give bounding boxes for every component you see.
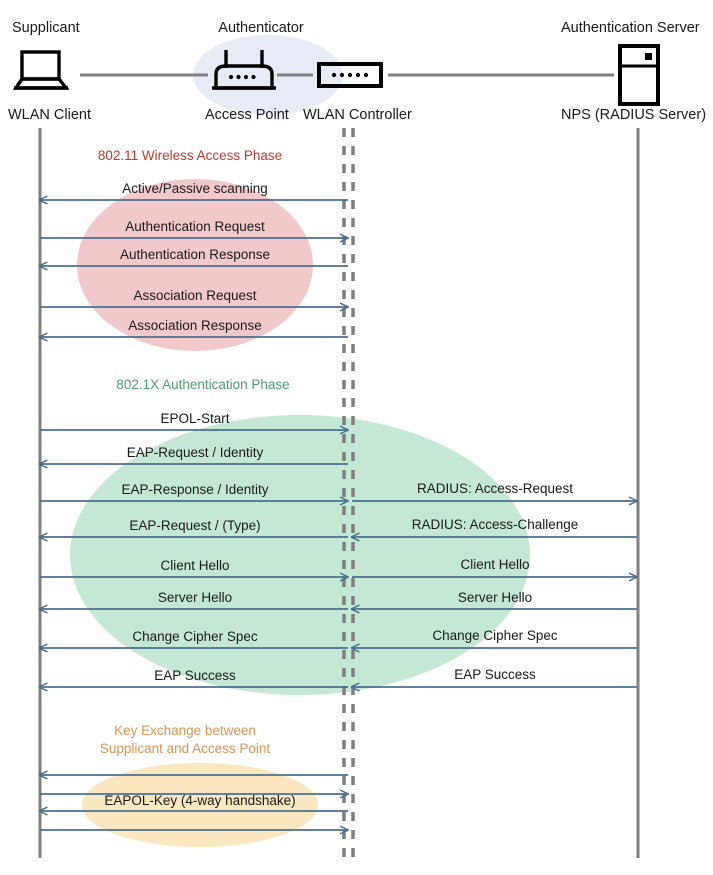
message-label-m7: EAP-Request / Identity: [126, 445, 264, 460]
message-label-r3: Client Hello: [460, 557, 530, 572]
phase-80211-label: 802.11 Wireless Access Phase: [97, 148, 283, 163]
laptop-icon: [12, 50, 70, 90]
message-label-r4: Server Hello: [457, 590, 533, 605]
message-label-m3: Authentication Response: [119, 247, 271, 262]
phase-8021x-label: 802.1X Authentication Phase: [116, 377, 290, 392]
message-label-r5: Change Cipher Spec: [432, 628, 558, 643]
actor-device-auth-server: NPS (RADIUS Server): [561, 107, 707, 123]
phase-ellipse-group: [70, 179, 530, 847]
access-point-icon: [212, 50, 276, 90]
message-label-m4: Association Request: [133, 288, 257, 303]
message-label-m1: Active/Passive scanning: [122, 181, 268, 196]
message-label-r1: RADIUS: Access-Request: [416, 481, 574, 496]
message-label-m12: Change Cipher Spec: [132, 629, 258, 644]
phase-80211-ellipse: [77, 179, 313, 351]
actor-device-access-point: Access Point: [205, 107, 289, 123]
actor-role-supplicant: Supplicant: [12, 20, 80, 36]
message-label-m8: EAP-Response / Identity: [121, 482, 269, 497]
phase-keyexchange-ellipse: [82, 763, 318, 847]
message-label-m9: EAP-Request / (Type): [129, 518, 261, 533]
server-icon: [618, 44, 660, 106]
message-label-m6: EPOL-Start: [160, 411, 230, 426]
actor-device-supplicant: WLAN Client: [8, 107, 91, 123]
message-label-m10: Client Hello: [160, 558, 230, 573]
wlan-controller-icon: [317, 62, 383, 88]
message-label-r2: RADIUS: Access-Challenge: [411, 517, 579, 532]
message-label-m5: Association Response: [128, 318, 262, 333]
message-label-m11: Server Hello: [157, 590, 233, 605]
message-label-m2: Authentication Request: [125, 219, 265, 234]
message-label-m13: EAP Success: [154, 668, 236, 683]
lifeline-authenticator-boundary: [342, 128, 355, 858]
phase-8021x-ellipse: [70, 415, 530, 695]
actor-device-wlan-controller: WLAN Controller: [303, 107, 412, 123]
message-label-r6: EAP Success: [454, 667, 536, 682]
authenticator-group-ellipse: [193, 35, 343, 115]
message-label-k3: EAPOL-Key (4-way handshake): [104, 793, 296, 808]
authenticator-group-label: Authenticator: [218, 20, 304, 36]
message-arrow-layer: [40, 200, 637, 830]
actor-role-auth-server: Authentication Server: [561, 20, 700, 36]
